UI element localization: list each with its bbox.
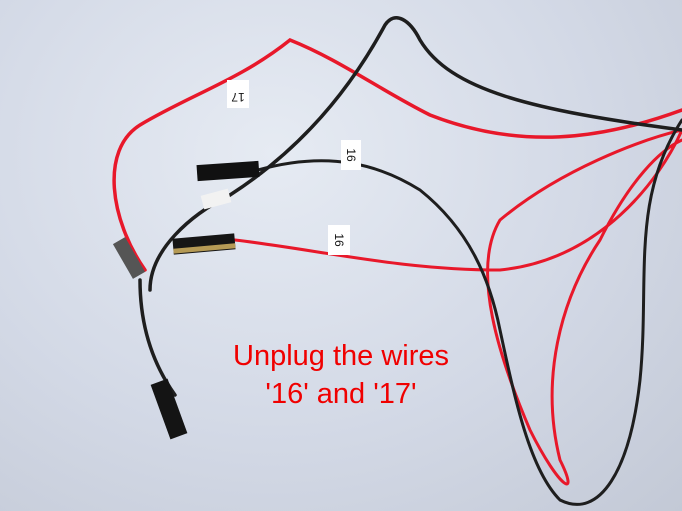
black-wire [256, 118, 682, 506]
connector [112, 237, 146, 279]
connector [150, 378, 188, 440]
red-wire [112, 37, 682, 272]
connector [196, 160, 260, 182]
caption-line-1: Unplug the wires [233, 340, 449, 372]
connector [173, 243, 236, 254]
wire-label-16: 16 [344, 148, 358, 162]
wire-label-16-red: 16 [332, 233, 346, 247]
caption-line-2: '16' and '17' [265, 378, 417, 410]
black-wire [148, 16, 682, 292]
wire-label-17: 17 [231, 90, 245, 104]
red-wire [233, 128, 682, 486]
